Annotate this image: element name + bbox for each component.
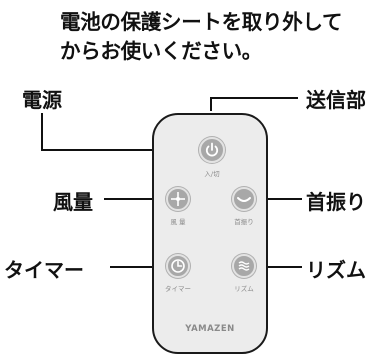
callout-timer: タイマー (4, 258, 84, 282)
leader-transmitter-vertical (210, 97, 212, 111)
power-icon (205, 142, 219, 157)
callout-wind: 風量 (53, 190, 93, 214)
wind-button-label: 風 量 (170, 218, 186, 226)
leader-rhythm (254, 266, 302, 268)
leader-wind (104, 198, 168, 200)
leader-swing (254, 198, 302, 200)
power-button-label: 入/切 (204, 170, 220, 178)
rhythm-button[interactable] (232, 254, 256, 278)
callout-rhythm: リズム (306, 258, 366, 282)
timer-button[interactable] (166, 254, 190, 278)
brand-logo: YAMAZEN (185, 324, 235, 334)
wind-button[interactable] (166, 187, 190, 211)
swing-icon (237, 197, 251, 202)
callout-transmitter: 送信部 (306, 88, 366, 112)
callout-swing: 首振り (306, 190, 366, 214)
rhythm-button-label: リズム (234, 285, 254, 293)
leader-transmitter-horizontal (210, 97, 298, 99)
timer-icon (171, 259, 185, 273)
power-button[interactable] (199, 137, 225, 163)
timer-button-label: タイマー (165, 285, 191, 293)
notice-line-1: 電池の保護シートを取り外して (60, 10, 343, 34)
battery-notice: 電池の保護シートを取り外して からお使いください。 (60, 8, 380, 66)
leader-power-horizontal (41, 149, 200, 151)
remote-control: 入/切 風 量 首振り タイマー リズム YAMAZEN (152, 113, 268, 354)
notice-line-2: からお使いください。 (60, 39, 262, 63)
leader-timer (110, 266, 168, 268)
rhythm-wave-icon (238, 261, 250, 271)
swing-button-label: 首振り (234, 218, 254, 226)
fan-icon (171, 192, 185, 206)
swing-button[interactable] (232, 187, 256, 211)
callout-power: 電源 (22, 88, 62, 112)
leader-power-vertical (41, 113, 43, 151)
